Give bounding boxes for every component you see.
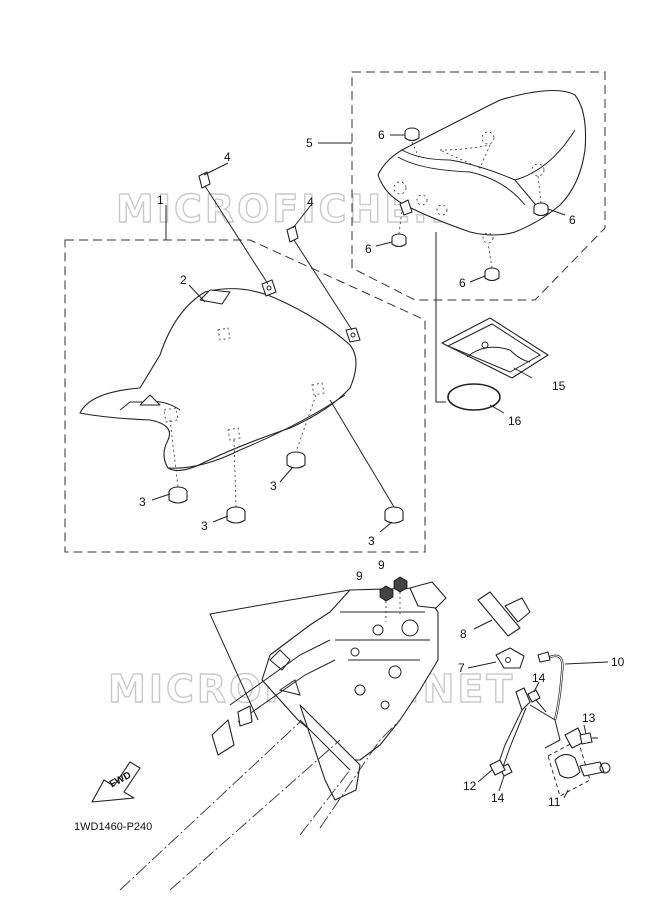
front-seat-group-box: [64, 239, 426, 553]
bolt-13: [579, 732, 598, 745]
callout-3-c: 3: [270, 479, 277, 493]
callout-12: 12: [463, 779, 477, 793]
bolt-4-left: [198, 171, 269, 285]
callout-14-a: 14: [532, 671, 546, 685]
callout-4-a: 4: [224, 150, 231, 164]
callout-6-a: 6: [378, 128, 385, 142]
rubber-band-16: [447, 383, 501, 411]
damper-3-b: [226, 506, 246, 524]
lock-bracket-7: [495, 647, 525, 669]
bolt-4-right: [286, 225, 353, 331]
callout-16: 16: [508, 414, 522, 428]
front-seat: [79, 279, 361, 471]
callout-15: 15: [552, 379, 566, 393]
damper-6-c: [391, 233, 407, 248]
callout-6-c: 6: [365, 242, 372, 256]
nut-9-right: [393, 576, 408, 593]
fwd-arrow-icon: FWD: [91, 761, 141, 803]
bolt-14-upper: [527, 689, 547, 713]
callout-1: 1: [157, 193, 164, 207]
key-cylinder-11: [547, 727, 611, 797]
damper-6-b: [533, 202, 549, 217]
callout-6-d: 6: [459, 276, 466, 290]
callout-3-d: 3: [368, 534, 375, 548]
callout-3-b: 3: [201, 519, 208, 533]
seat-lock-cable-10: [537, 651, 564, 721]
damper-3-c: [286, 451, 306, 469]
damper-6-a: [404, 127, 420, 142]
callout-9-a: 9: [356, 569, 363, 583]
callout-10: 10: [611, 655, 625, 669]
callout-5: 5: [306, 136, 313, 150]
storage-bag-15: [441, 317, 549, 379]
callout-3-a: 3: [139, 495, 146, 509]
damper-6-d: [484, 267, 500, 282]
callout-11: 11: [548, 795, 561, 809]
callout-4-b: 4: [307, 195, 314, 209]
bracket-8: [477, 591, 531, 637]
callout-6-b: 6: [569, 213, 576, 227]
rear-seat: [377, 90, 587, 244]
rear-frame: [211, 581, 447, 801]
diagram-code: 1WD1460-P240: [74, 821, 152, 833]
callout-14-b: 14: [491, 791, 505, 805]
damper-3-d: [384, 506, 404, 524]
callout-8: 8: [460, 627, 467, 641]
callout-13: 13: [582, 711, 596, 725]
lock-lever-12: [489, 687, 561, 776]
callout-2: 2: [180, 273, 187, 287]
nut-9-left: [379, 585, 394, 602]
callout-9-b: 9: [378, 558, 385, 572]
damper-3-a: [168, 486, 188, 504]
rear-seat-group-box: [351, 71, 606, 301]
callout-7: 7: [458, 661, 465, 675]
